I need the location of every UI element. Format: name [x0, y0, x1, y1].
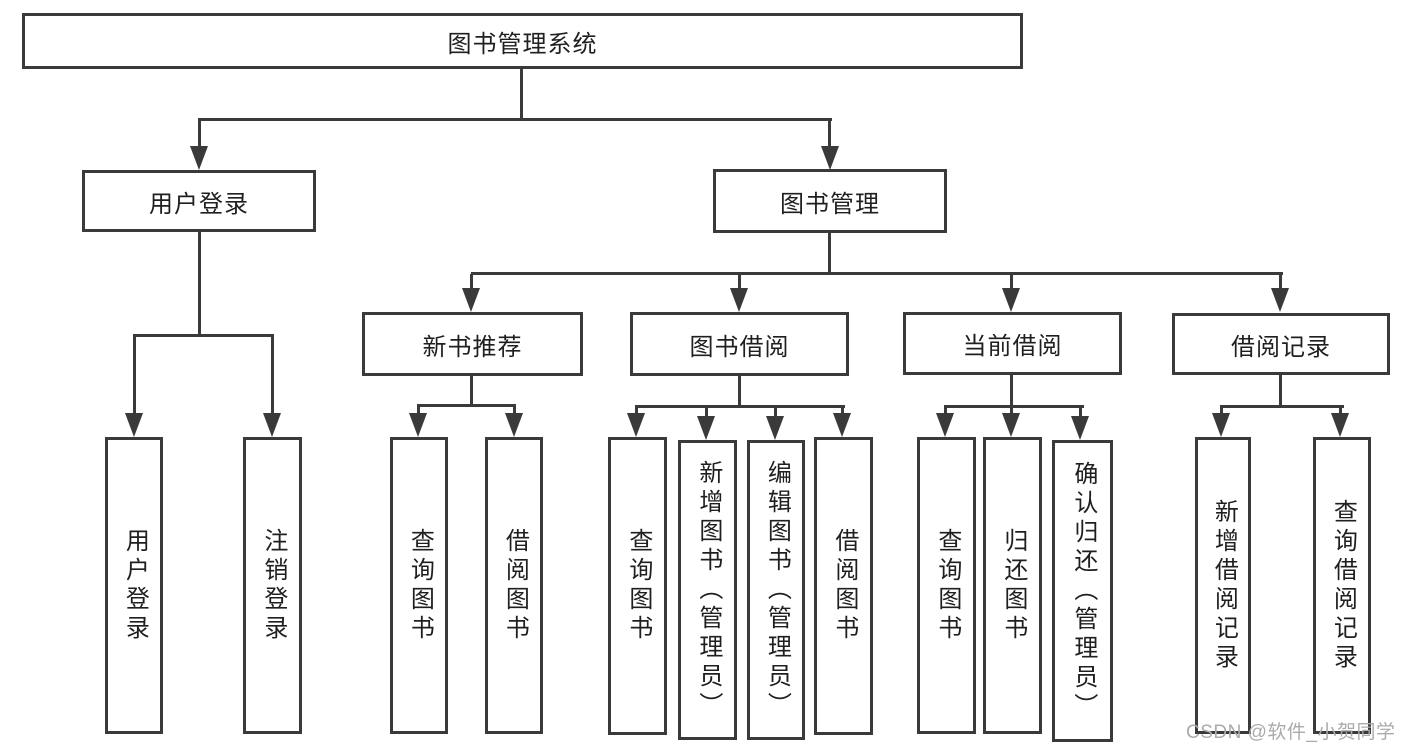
arrow-to-leaf-logout-icon [263, 413, 281, 437]
node-label: 借阅记录 [1231, 333, 1331, 361]
leaf-label: 用户登录 [121, 527, 149, 644]
leaf-label: 查询图书 [406, 527, 434, 644]
arrow-to-bb-add-icon [697, 416, 715, 440]
arrow-to-new-book-rec-icon [462, 288, 480, 312]
arrow-to-borrow-records-icon [1271, 288, 1289, 312]
arrow-to-cb-return-icon [1002, 413, 1020, 437]
leaf-label: 注销登录 [259, 527, 287, 644]
leaf-label: 确认归还（管理员） [1069, 460, 1097, 722]
leaf-br-add-record: 新增借阅记录 [1195, 437, 1251, 734]
node-book-borrowing: 图书借阅 [630, 312, 849, 376]
connector-bb-drop-3 [774, 407, 777, 420]
arrow-to-bb-borrow-icon [833, 413, 851, 437]
leaf-br-search-record: 查询借阅记录 [1313, 437, 1371, 734]
csdn-watermark: CSDN @软件_小贺同学 [1186, 722, 1396, 743]
leaf-label: 借阅图书 [501, 527, 529, 644]
arrow-to-book-borrow-icon [730, 288, 748, 312]
connector-cb-rail [944, 405, 1084, 408]
arrow-to-user-login-icon [190, 146, 208, 170]
connector-user-login-drop-2 [271, 336, 274, 420]
arrow-to-cb-confirm-icon [1071, 416, 1089, 440]
connector-root-drop-right [828, 120, 831, 150]
leaf-label: 新增借阅记录 [1210, 498, 1238, 673]
leaf-label: 查询图书 [933, 527, 961, 644]
arrow-to-book-management-icon [821, 146, 839, 170]
connector-book-mgmt-drop-2 [738, 274, 741, 292]
node-borrowing-records: 借阅记录 [1172, 313, 1390, 375]
node-label: 图书借阅 [689, 333, 790, 361]
leaf-user-login: 用户登录 [105, 437, 163, 734]
leaf-bb-search-book: 查询图书 [608, 437, 667, 735]
connector-bb-rail [635, 405, 845, 408]
arrow-to-current-borrow-icon [1002, 288, 1020, 312]
arrow-to-nbr-search-icon [409, 413, 427, 437]
connector-book-mgmt-stem [828, 233, 831, 272]
arrow-to-bb-edit-icon [766, 416, 784, 440]
node-new-book-recommendation: 新书推荐 [362, 312, 583, 376]
connector-cb-drop-3 [1079, 407, 1082, 420]
leaf-label: 归还图书 [999, 527, 1027, 644]
leaf-nbr-search-book: 查询图书 [390, 437, 448, 734]
connector-book-mgmt-drop-1 [470, 274, 473, 292]
connector-br-stem [1279, 375, 1282, 407]
leaf-label: 查询借阅记录 [1329, 498, 1357, 673]
node-current-borrowing: 当前借阅 [903, 312, 1122, 375]
connector-br-rail [1220, 405, 1344, 408]
leaf-cb-search-book: 查询图书 [917, 437, 976, 734]
node-book-management: 图书管理 [713, 169, 947, 233]
leaf-logout: 注销登录 [243, 437, 302, 734]
connector-root-rail [198, 118, 832, 121]
leaf-label: 查询图书 [624, 528, 652, 644]
node-user-login: 用户登录 [82, 170, 316, 232]
connector-user-login-drop-1 [133, 336, 136, 420]
connector-book-mgmt-rail [471, 272, 1283, 275]
leaf-label: 新增图书（管理员） [694, 459, 722, 721]
node-label: 新书推荐 [422, 333, 523, 361]
leaf-label: 借阅图书 [830, 528, 858, 644]
leaf-label: 编辑图书（管理员） [763, 459, 791, 721]
connector-nbr-stem [470, 376, 473, 406]
node-label: 图书管理系统 [447, 30, 598, 58]
connector-cb-stem [1010, 375, 1013, 407]
leaf-bb-edit-book-admin: 编辑图书（管理员） [747, 440, 805, 740]
arrow-to-bb-search-icon [627, 413, 645, 437]
connector-book-mgmt-drop-3 [1010, 274, 1013, 292]
connector-root-drop-left [198, 120, 201, 150]
arrow-to-br-search-icon [1331, 413, 1349, 437]
connector-bb-stem [738, 376, 741, 407]
arrow-to-leaf-user-login-icon [125, 413, 143, 437]
leaf-cb-return-book: 归还图书 [983, 437, 1042, 734]
connector-user-login-stem [198, 232, 201, 337]
arrow-to-nbr-borrow-icon [505, 413, 523, 437]
arrow-to-cb-search-icon [936, 413, 954, 437]
connector-root-stem [520, 69, 523, 118]
leaf-bb-add-book-admin: 新增图书（管理员） [678, 440, 737, 740]
node-label: 当前借阅 [962, 333, 1063, 360]
connector-nbr-rail [417, 404, 516, 407]
node-library-management-system: 图书管理系统 [22, 13, 1023, 69]
connector-book-mgmt-drop-4 [1279, 274, 1282, 292]
node-label: 图书管理 [780, 190, 880, 218]
connector-user-login-rail [133, 334, 274, 337]
leaf-bb-borrow-book: 借阅图书 [814, 437, 873, 735]
leaf-cb-confirm-return-admin: 确认归还（管理员） [1052, 440, 1113, 742]
node-label: 用户登录 [149, 190, 249, 218]
arrow-to-br-add-icon [1212, 413, 1230, 437]
connector-bb-drop-2 [705, 407, 708, 420]
leaf-nbr-borrow-book: 借阅图书 [485, 437, 543, 734]
